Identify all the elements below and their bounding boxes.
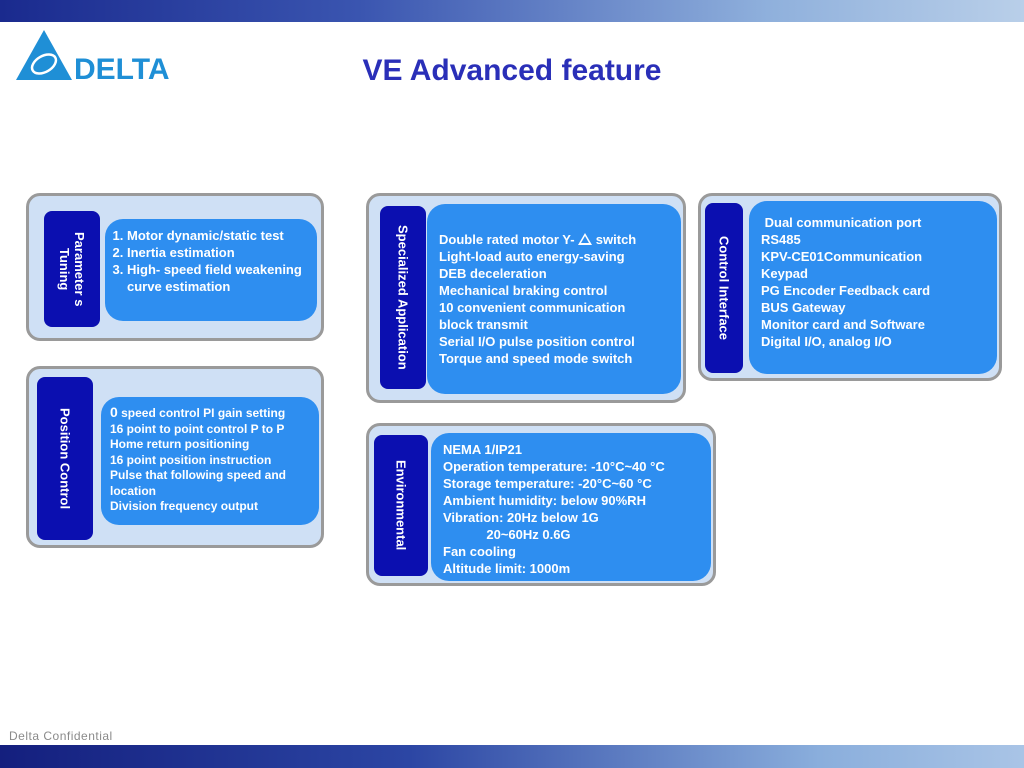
list-item: Ambient humidity: below 90%RH: [443, 493, 646, 508]
tab-environmental: Environmental: [374, 435, 428, 576]
list-item: Altitude limit: 1000m: [443, 561, 571, 576]
panel-parameters-tuning: Parameter s Tuning Motor dynamic/static …: [26, 193, 324, 341]
list-item: Dual communication port: [761, 215, 922, 230]
tab-control-interface: Control Interface: [705, 203, 743, 373]
list-item: Monitor card and Software: [761, 317, 925, 332]
list-item: Double rated motor Y-: [439, 232, 579, 247]
list-item: Torque and speed mode switch: [439, 351, 633, 366]
list-item: Mechanical braking control: [439, 283, 608, 298]
list-item: speed control PI gain setting: [117, 406, 286, 420]
logo-text: DELTA: [74, 53, 170, 84]
list-item: Home return positioning: [110, 437, 250, 451]
tab-label: Control Interface: [716, 235, 732, 340]
list-item: 16 point position instruction: [110, 452, 272, 467]
page-title: VE Advanced feature: [362, 54, 662, 87]
first-digit: 0: [110, 404, 118, 420]
triangle-icon: [578, 233, 593, 245]
list-item: Keypad: [761, 266, 808, 281]
list-item: KPV-CE01Communication: [761, 249, 923, 264]
tab-label: Position Control: [57, 407, 73, 510]
list-item: Storage temperature: -20°C~60 °C: [443, 476, 652, 491]
delta-logo: DELTA: [16, 30, 170, 84]
list-item: NEMA 1/IP21: [443, 442, 522, 457]
list-item: Motor dynamic/static test: [127, 227, 311, 244]
tab-label: Specialized Application: [395, 225, 411, 370]
list-item: Digital I/O, analog I/O: [761, 334, 892, 349]
top-banner: [0, 0, 1024, 22]
tab-label: Parameter s Tuning: [57, 231, 87, 307]
list-item: Pulse that following speed and: [110, 468, 287, 482]
list-item: 20~60Hz 0.6G: [443, 527, 571, 542]
list-item: BUS Gateway: [761, 300, 846, 315]
list-item: switch: [592, 232, 637, 247]
list-item: Fan cooling: [443, 544, 516, 559]
panel-specialized-application: Specialized Application Double rated mot…: [366, 193, 686, 403]
list-item: DEB deceleration: [439, 266, 547, 281]
specialized-list: Double rated motor Y- switch Light-load …: [427, 204, 681, 394]
panel-position-control: Position Control 0 speed control PI gain…: [26, 366, 324, 548]
list-item: Inertia estimation: [127, 244, 311, 261]
list-item: Operation temperature: -10°C~40 °C: [443, 459, 665, 474]
environmental-list: NEMA 1/IP21 Operation temperature: -10°C…: [431, 433, 711, 581]
list-item: Light-load auto energy-saving: [439, 249, 625, 264]
tab-position-control: Position Control: [37, 377, 93, 540]
list-item: location: [110, 483, 157, 498]
list-item: 10 convenient communication: [439, 300, 626, 315]
bottom-banner: [0, 745, 1024, 768]
parameters-list: Motor dynamic/static test Inertia estima…: [105, 219, 317, 321]
tab-label: Environmental: [393, 460, 409, 551]
panel-control-interface: Control Interface Dual communication por…: [698, 193, 1002, 381]
list-item: Division frequency output: [110, 499, 259, 513]
tab-specialized-application: Specialized Application: [380, 206, 426, 389]
position-list: 0 speed control PI gain setting 16 point…: [101, 397, 319, 525]
list-item: Serial I/O pulse position control: [439, 334, 635, 349]
list-item: block transmit: [439, 317, 528, 332]
list-item: High- speed field weakening curve estima…: [127, 261, 311, 295]
list-item: PG Encoder Feedback card: [761, 283, 931, 298]
control-list: Dual communication port RS485 KPV-CE01Co…: [749, 201, 997, 374]
panel-environmental: Environmental NEMA 1/IP21 Operation temp…: [366, 423, 716, 586]
list-item: Vibration: 20Hz below 1G: [443, 510, 599, 525]
footer-confidential: Delta Confidential: [9, 729, 113, 743]
tab-parameters-tuning: Parameter s Tuning: [44, 211, 100, 327]
list-item: RS485: [761, 232, 801, 247]
list-item: 16 point to point control P to P: [110, 421, 285, 436]
